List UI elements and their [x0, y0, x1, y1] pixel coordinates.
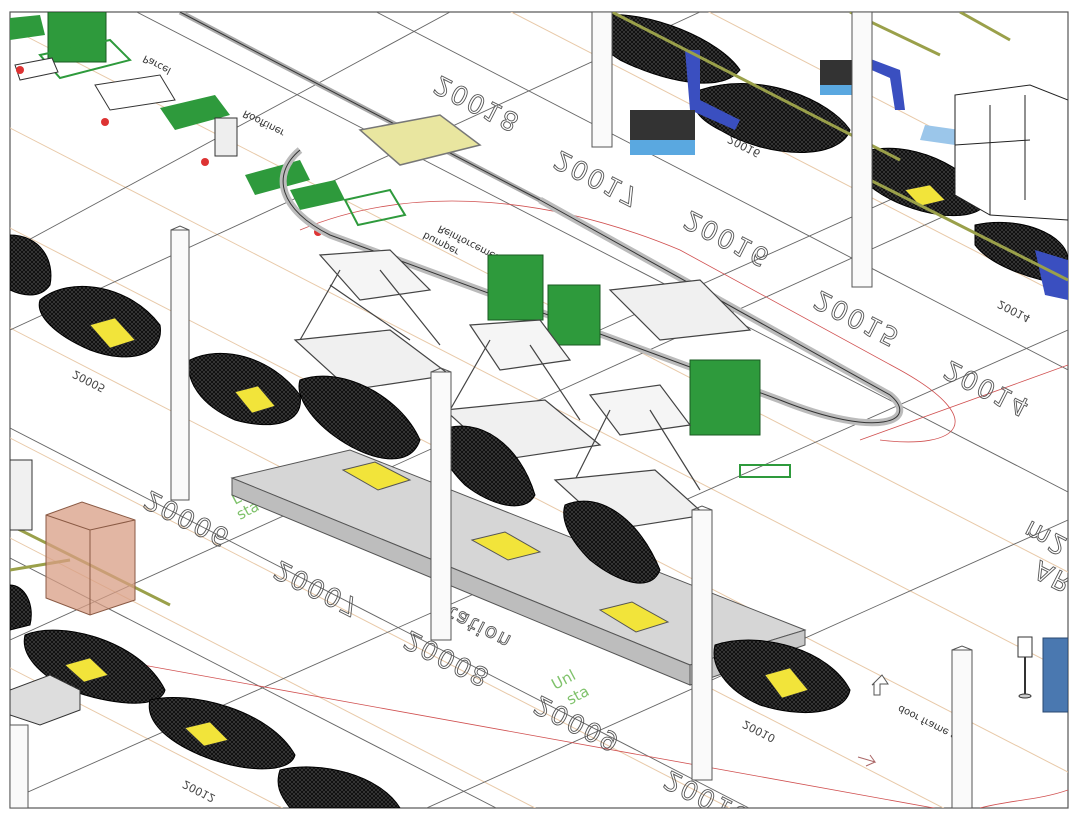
- car-body: [10, 584, 32, 631]
- green-stations-top-left: [10, 12, 407, 236]
- car-body: [693, 83, 851, 153]
- left-machinery: [10, 459, 81, 726]
- column: [691, 509, 713, 781]
- column: [170, 229, 190, 501]
- column: [430, 371, 452, 641]
- car-body: [563, 500, 661, 584]
- column: [10, 724, 29, 808]
- car-body: [298, 375, 421, 460]
- column: [591, 12, 613, 148]
- car-skids: [64, 184, 946, 747]
- yellow-skids: [341, 461, 670, 633]
- zone-label-20013: 20013: [1070, 419, 1080, 488]
- overhead-conveyor: [178, 12, 904, 427]
- robot-enclosure: [954, 84, 1068, 221]
- flow-arrows: [857, 674, 889, 767]
- blue-equipment: [630, 50, 1068, 300]
- control-cabinet: [1017, 636, 1068, 713]
- car-body: [148, 697, 296, 770]
- conveyor-path-lines: [59, 200, 1068, 808]
- column: [951, 649, 973, 808]
- car-body: [277, 766, 401, 808]
- green-material-racks: [487, 254, 791, 478]
- safety-enclosure-box: [45, 501, 136, 616]
- car-body: [10, 234, 52, 296]
- column: [851, 12, 873, 288]
- building-columns: [10, 12, 973, 808]
